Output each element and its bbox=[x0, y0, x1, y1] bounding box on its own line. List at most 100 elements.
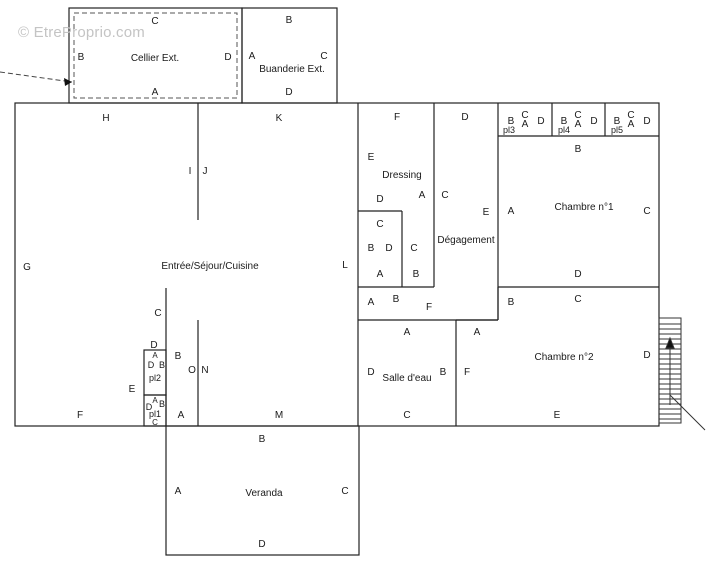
wall-letter: J bbox=[203, 166, 208, 177]
room-name-cellier: Cellier Ext. bbox=[131, 53, 179, 64]
wall-letter: G bbox=[23, 262, 31, 273]
wall-letter: A bbox=[152, 396, 158, 405]
wall-letter: A bbox=[522, 119, 529, 130]
wall-letter: K bbox=[276, 113, 283, 124]
placard-label: pl4 bbox=[558, 125, 570, 135]
wall-letter: D bbox=[150, 340, 157, 351]
wall-letter: H bbox=[102, 113, 109, 124]
entry-arrow-head bbox=[64, 78, 72, 86]
room-name-buanderie: Buanderie Ext. bbox=[259, 64, 325, 75]
wall-letter: D bbox=[224, 52, 231, 63]
wall-letter: B bbox=[575, 144, 582, 155]
wall-letter: B bbox=[175, 351, 182, 362]
wall-letter: A bbox=[628, 119, 635, 130]
wall-letter: D bbox=[461, 112, 468, 123]
wall-letters: C B D A B A C D H K I J G L F M C E B A … bbox=[23, 15, 651, 550]
wall-letter: B bbox=[440, 367, 447, 378]
placard-label: pl2 bbox=[149, 373, 161, 383]
wall-letter: A bbox=[152, 87, 159, 98]
wall-letter: A bbox=[404, 327, 411, 338]
wall-letter: E bbox=[368, 152, 375, 163]
wall-letter: A bbox=[249, 51, 256, 62]
wall-letter: A bbox=[178, 410, 185, 421]
wall-letter: B bbox=[508, 116, 515, 127]
wall-letter: C bbox=[341, 486, 348, 497]
wall-letter: E bbox=[554, 410, 561, 421]
walls bbox=[14, 7, 660, 556]
pl1-outline bbox=[143, 394, 167, 427]
room-name-chambre1: Chambre n°1 bbox=[554, 202, 613, 213]
room-name-salle-eau: Salle d'eau bbox=[382, 373, 431, 384]
wall-letter: B bbox=[614, 116, 621, 127]
stairs-leader bbox=[669, 394, 706, 431]
wall-letter: C bbox=[521, 110, 528, 121]
wall-letter: A bbox=[175, 486, 182, 497]
veranda-outline bbox=[165, 425, 360, 556]
wall-letter: D bbox=[258, 539, 265, 550]
room-name-dressing: Dressing bbox=[382, 170, 421, 181]
entry-arrow-line bbox=[0, 71, 73, 83]
wall-letter: B bbox=[78, 52, 85, 63]
stairs bbox=[658, 317, 706, 431]
room-name-chambre2: Chambre n°2 bbox=[534, 352, 593, 363]
wall-letter: B bbox=[508, 297, 515, 308]
wall-letter: E bbox=[483, 207, 490, 218]
wall-letter: D bbox=[285, 87, 292, 98]
room-names: Cellier Ext. Buanderie Ext. Entrée/Séjou… bbox=[131, 53, 614, 499]
wall-letter: C bbox=[151, 16, 158, 27]
wall-letter: C bbox=[410, 243, 417, 254]
wall-letter: A bbox=[419, 190, 426, 201]
wall-letter: B bbox=[259, 434, 266, 445]
wall-letter: D bbox=[643, 116, 650, 127]
room-name-veranda: Veranda bbox=[245, 488, 283, 499]
wall-letter: F bbox=[77, 410, 83, 421]
cellier-dashed-inner bbox=[73, 12, 238, 99]
wall-letter: F bbox=[394, 112, 400, 123]
wall-letter: C bbox=[441, 190, 448, 201]
placard-label: pl5 bbox=[611, 125, 623, 135]
wall-letter: C bbox=[152, 418, 158, 427]
wall-letter: B bbox=[159, 360, 165, 370]
wall-letter: C bbox=[154, 308, 161, 319]
entry-arrow bbox=[0, 71, 73, 86]
wall-letter: A bbox=[474, 327, 481, 338]
room-name-sejour: Entrée/Séjour/Cuisine bbox=[161, 261, 259, 272]
wall-letter: E bbox=[129, 384, 136, 395]
wall-letter: F bbox=[464, 367, 470, 378]
wall-letter: B bbox=[159, 399, 165, 409]
wall-letter: D bbox=[385, 243, 392, 254]
wall-letter: D bbox=[643, 350, 650, 361]
wall-letter: D bbox=[146, 402, 153, 412]
wall-letter: C bbox=[627, 110, 634, 121]
wall-letter: A bbox=[377, 269, 384, 280]
wall-letter: A bbox=[152, 351, 158, 360]
wall-letter: A bbox=[368, 297, 375, 308]
stairs-outline bbox=[658, 317, 682, 424]
wall-letter: N bbox=[201, 365, 208, 376]
placard-label: pl1 bbox=[149, 409, 161, 419]
wall-letter: O bbox=[188, 365, 196, 376]
wall-letter: D bbox=[148, 360, 155, 370]
watermark: © EtreProprio.com bbox=[18, 24, 145, 41]
house-outline bbox=[14, 102, 660, 427]
wall-letter: F bbox=[426, 302, 432, 313]
wall-letter: B bbox=[561, 116, 568, 127]
wall-letter: D bbox=[367, 367, 374, 378]
wall-letter: B bbox=[368, 243, 375, 254]
wall-letter: I bbox=[189, 166, 192, 177]
room-name-degagement: Dégagement bbox=[437, 235, 494, 246]
stairs-arrow-head bbox=[665, 336, 675, 349]
wall-letter: B bbox=[413, 269, 420, 280]
wall-letter: C bbox=[403, 410, 410, 421]
wall-letter: B bbox=[286, 15, 293, 26]
wall-letter: D bbox=[590, 116, 597, 127]
wall-letter: C bbox=[320, 51, 327, 62]
wall-letter: D bbox=[574, 269, 581, 280]
wall-letter: B bbox=[393, 294, 400, 305]
wall-letter: A bbox=[575, 119, 582, 130]
wall-letter: D bbox=[537, 116, 544, 127]
wall-letter: C bbox=[574, 110, 581, 121]
wall-letter: M bbox=[275, 410, 283, 421]
wall-letter: C bbox=[376, 219, 383, 230]
